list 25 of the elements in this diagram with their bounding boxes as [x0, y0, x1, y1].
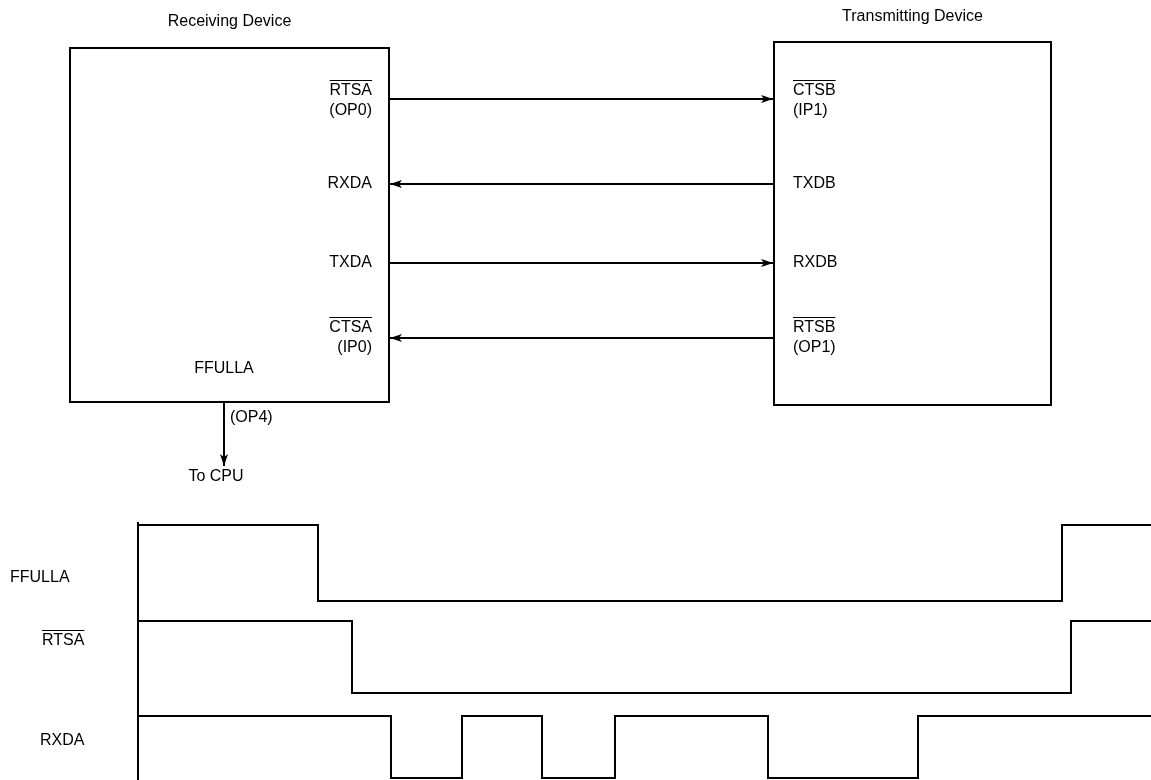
pin-label: (OP0) — [329, 100, 372, 120]
signal-name: RXDA — [40, 731, 85, 749]
pin-label: (OP1) — [793, 337, 836, 357]
pin-label: RTSA — [329, 80, 372, 100]
pin-label: TXDB — [793, 173, 836, 193]
edge-label: (OP4) — [230, 408, 273, 426]
pin-label: RTSB — [793, 317, 836, 337]
pin-label: RXDB — [793, 252, 838, 272]
arrow — [389, 259, 774, 267]
signal-name: FFULLA — [10, 568, 70, 586]
arrow — [389, 95, 774, 103]
pin-label: CTSB — [793, 80, 836, 100]
pin-label: RXDA — [327, 173, 372, 193]
arrow — [389, 180, 774, 188]
device-title: Transmitting Device — [842, 7, 983, 25]
arrow — [220, 402, 228, 467]
pin-label: (IP1) — [793, 100, 828, 120]
device-title: Receiving Device — [167, 12, 292, 30]
arrow — [389, 334, 774, 342]
pin-label: TXDA — [329, 252, 372, 272]
pin-label: CTSA — [329, 317, 372, 337]
signal-name: RTSA — [42, 631, 85, 649]
destination-label: To CPU — [188, 466, 244, 486]
pin-label: (IP0) — [337, 337, 372, 357]
pin-label: FFULLA — [194, 358, 254, 378]
